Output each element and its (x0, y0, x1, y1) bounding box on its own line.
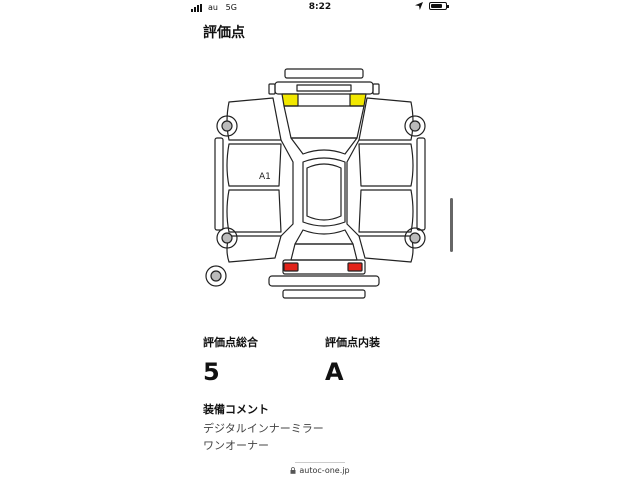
wheel-rear-left-icon (216, 227, 238, 249)
right-side-skirt (416, 137, 426, 231)
status-bar: au 5G 8:22 (185, 0, 455, 16)
location-arrow-icon (415, 2, 423, 10)
right-front-door (358, 143, 414, 187)
url-bar-divider (295, 462, 345, 463)
rear-panel (282, 259, 366, 275)
left-pillar-line (280, 139, 294, 237)
wheel-front-left-icon (216, 115, 238, 137)
interior-rating-label: 評価点内装 (325, 336, 380, 349)
right-front-fender (358, 97, 414, 141)
left-margin (0, 0, 185, 480)
overall-rating-label: 評価点総合 (203, 336, 258, 349)
url-text: autoc-one.jp (299, 466, 350, 475)
trunk (290, 243, 358, 261)
overall-rating: 評価点総合 5 (203, 334, 258, 386)
left-rear-door (226, 189, 282, 233)
vehicle-condition-diagram: A1 (205, 68, 426, 299)
roof (302, 157, 346, 227)
interior-rating: 評価点内装 A (325, 334, 380, 386)
rear-mark-left (283, 262, 299, 272)
right-margin (455, 0, 640, 480)
left-front-door (226, 143, 282, 187)
url-display[interactable]: autoc-one.jp (185, 466, 455, 475)
right-pillar-line (346, 139, 360, 237)
left-side-skirt (214, 137, 224, 231)
front-mark-left (281, 93, 299, 107)
carrier-info: au 5G (208, 3, 237, 12)
lock-icon (290, 467, 296, 474)
right-rear-door (358, 189, 414, 233)
hood (283, 105, 365, 139)
phone-screen: au 5G 8:22 評価点 (185, 0, 455, 480)
front-mark-right (349, 93, 367, 107)
scroll-indicator[interactable] (450, 198, 453, 252)
left-front-fender (226, 97, 282, 141)
front-bumper-outer (284, 68, 364, 79)
wheel-front-right-icon (404, 115, 426, 137)
front-bumper (274, 81, 374, 95)
equipment-comment-heading: 装備コメント (203, 403, 269, 416)
rear-bumper (268, 275, 380, 287)
browser-url-bar[interactable]: autoc-one.jp (185, 462, 455, 480)
windshield (290, 137, 358, 155)
comment-line: ワンオーナー (203, 439, 269, 452)
status-time: 8:22 (308, 2, 332, 12)
wheel-rear-right-icon (404, 227, 426, 249)
comment-line: デジタルインナーミラー (203, 422, 324, 435)
cellular-signal-icon (191, 4, 205, 12)
left-mirror (268, 83, 276, 95)
right-mirror (372, 83, 380, 95)
battery-fill (431, 4, 443, 8)
left-rear-fender (226, 235, 282, 263)
status-right (415, 2, 449, 10)
roof-inner (306, 163, 342, 221)
interior-rating-value: A (325, 358, 344, 386)
damage-marker-label: A1 (259, 172, 271, 182)
rear-bumper-outer (282, 289, 366, 299)
battery-icon (429, 2, 449, 10)
spare-tire-icon (205, 265, 227, 287)
network-type: 5G (225, 3, 237, 12)
carrier-name: au (208, 3, 218, 12)
front-bumper-grille (296, 84, 352, 92)
page-title: 評価点 (203, 25, 245, 41)
rear-mark-right (347, 262, 363, 272)
rear-window (294, 229, 354, 245)
overall-rating-value: 5 (203, 358, 220, 386)
